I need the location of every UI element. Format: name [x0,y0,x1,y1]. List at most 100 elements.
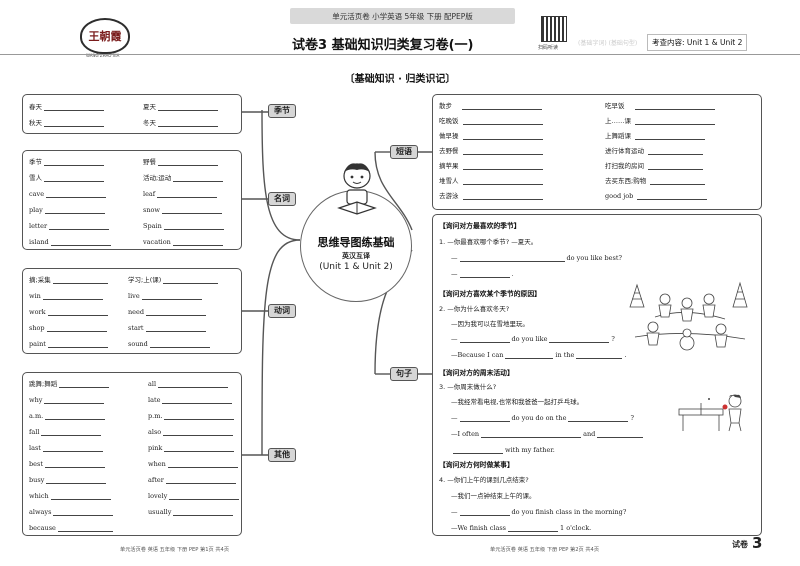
q3-line: —我经常看电视,也常和我爸爸一起打乒乓球。 [451,398,584,406]
branch-others: 其他 [268,448,296,462]
section-title: 〔基础知识 · 归类识记〕 [344,74,456,85]
other-item: a.m. [29,408,106,420]
q3-blank-line: —do you do on the? [451,414,634,422]
other-item: why [29,392,105,404]
phrase-item: 打扫我的房间 [605,158,703,170]
noun-item: letter [29,218,110,230]
noun-item: cave [29,186,107,198]
page-number: 3 [752,534,763,552]
q2-blank-line: —do you like? [451,335,615,343]
noun-item: play [29,202,105,214]
sentence-box: 【询问对方最喜欢的季节】 1. —你最喜欢哪个季节? —夏天。 —do you … [432,214,762,536]
verb-item: 学习;上(课) [128,272,219,284]
other-item: fall [29,424,102,436]
q4-line: —我们一点钟结束上午的课。 [451,492,536,500]
q1-answer-line: —. [451,270,514,278]
season-item: 夏天 [143,99,218,111]
q3-line: 3. —你周末做什么? [439,383,497,391]
noun-item: Spain [143,218,224,230]
q4-line: 4. —你们上午的课到几点结束? [439,476,529,484]
q2-line: —因为我可以在雪地里玩。 [451,320,529,328]
other-item: which [29,488,111,500]
branch-nouns: 名词 [268,192,296,206]
other-item: pink [148,440,235,452]
verb-item: 摘;采集 [29,272,108,284]
other-item: because [29,520,113,532]
noun-item: 野餐 [143,154,218,166]
center-subtitle: 英汉互译 [342,252,370,260]
qr-label: 扫码听读 [538,45,559,51]
other-box: 跳舞;舞蹈 all why late a.m. p.m. fall also l… [22,372,242,536]
phrase-item: 散步 [439,98,542,110]
phrase-box: 散步 吃早饭 吃晚饭 上……课 做早操 上舞蹈课 去野餐 进行体育运动 摘苹果 … [432,94,762,210]
qr-code-icon[interactable] [541,16,567,42]
verb-item: work [29,304,108,316]
q1-line: 1. —你最喜欢哪个季节? —夏天。 [439,238,538,246]
phrase-item: 上……课 [605,113,715,125]
q4-heading: 【询问对方何时做某事】 [439,461,514,469]
noun-item: snow [143,202,222,214]
phrase-item: 做早操 [439,128,543,140]
noun-item: vacation [143,234,223,246]
phrase-item: 进行体育运动 [605,143,703,155]
verb-item: need [128,304,207,316]
q1-heading: 【询问对方最喜欢的季节】 [439,222,521,230]
q1-blank-line: —do you like best? [451,254,622,262]
branch-phrases: 短语 [390,145,418,159]
phrase-item: good job [605,188,708,200]
noun-item: 季节 [29,154,104,166]
phrase-item: 去游泳 [439,188,543,200]
other-item: best [29,456,105,468]
snow-play-illustration [629,281,748,351]
exam-scope: 考查内容: Unit 1 & Unit 2 [647,34,748,51]
phrase-item: 摘苹果 [439,158,543,170]
phrase-item: 去野餐 [439,143,543,155]
noun-item: 雪人 [29,170,104,182]
footer-left: 单元活页卷 英语 五年级 下册 PEP 第1页 共4页 [120,547,230,553]
phrase-item: 去买东西;购物 [605,173,706,185]
q2-heading: 【询问对方喜欢某个季节的原因】 [439,290,541,298]
noun-item: leaf [143,186,218,198]
other-item: lovely [148,488,240,500]
series-bar: 单元活页卷 小学英语 5年级 下册 配PEP版 [290,8,515,24]
paper-title: 试卷3 基础知识归类复习卷(一) [292,38,474,53]
other-item: busy [29,472,107,484]
center-title: 思维导图练基础 [317,236,395,249]
logo-text: 王朝霞 [88,30,122,43]
other-item: last [29,440,103,452]
ping-pong-illustration [678,394,742,432]
student-reading-icon [337,163,377,215]
q4-blank-line: —do you finish class in the morning? [451,508,627,516]
other-item: late [148,392,233,404]
branch-season: 季节 [268,104,296,118]
other-item: also [148,424,234,436]
noun-item: island [29,234,111,246]
logo-subtext: WANG ZHAO XIA [86,53,120,58]
other-item: usually [148,504,234,516]
phrase-item: 吃晚饭 [439,113,543,125]
season-item: 春天 [29,99,104,111]
other-item: after [148,472,236,484]
verb-box: 摘;采集 学习;上(课) win live work need shop sta… [22,268,242,354]
verb-item: paint [29,336,108,348]
phrase-item: 吃早饭 [605,98,715,110]
q3-answer-line: with my father. [451,443,555,454]
footer-right: 单元活页卷 英语 五年级 下册 PEP 第2页 共4页 [490,547,600,553]
phrase-item: 上舞蹈课 [605,128,705,140]
season-box: 春天 夏天 秋天 冬天 [22,94,242,134]
q2-line: 2. —你为什么喜欢冬天? [439,305,510,313]
verb-item: sound [128,336,210,348]
noun-item: 活动;运动 [143,170,224,182]
other-item: all [148,376,229,388]
other-item: 跳舞;舞蹈 [29,376,110,388]
q3-heading: 【询问对方的周末活动】 [439,369,514,377]
center-units: (Unit 1 & Unit 2) [319,262,393,272]
verb-item: shop [29,320,107,332]
phrase-item: 堆雪人 [439,173,543,185]
branch-sentences: 句子 [390,367,418,381]
faded-tags: (基础字词) (基础句型) [578,40,638,47]
noun-box: 季节 野餐 雪人 活动;运动 cave leaf play snow lette… [22,150,242,250]
other-item: when [148,456,238,468]
